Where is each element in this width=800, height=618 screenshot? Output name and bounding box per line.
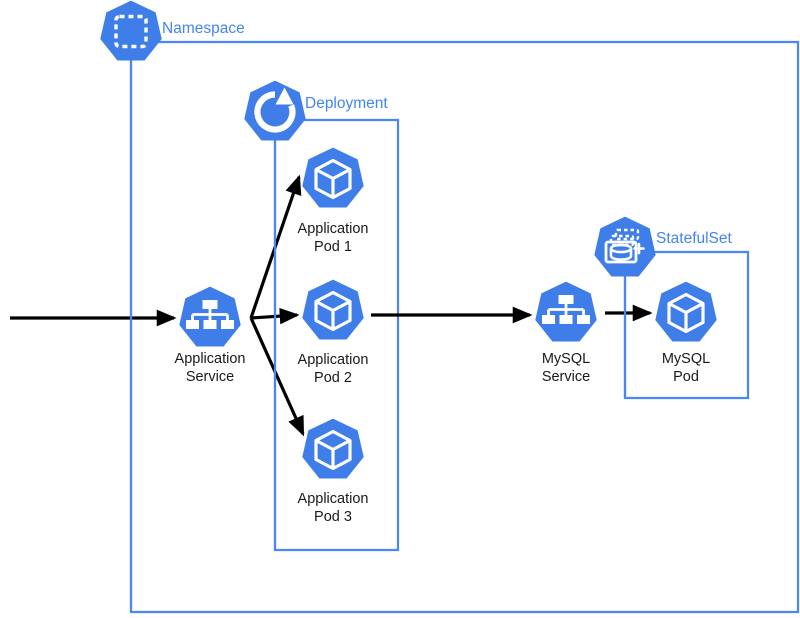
service-icon-mysql-service xyxy=(535,281,597,342)
svg-text:MySQL: MySQL xyxy=(542,351,590,367)
flow-arrow-application-service-to-pod-3 xyxy=(249,317,305,437)
service-icon-application-service xyxy=(179,286,241,347)
svg-text:Application: Application xyxy=(298,352,369,368)
node-label-application-pod-2: Application Pod 2 xyxy=(298,352,369,386)
node-label-application-service: Application Service xyxy=(175,351,246,385)
statefulset-label: StatefulSet xyxy=(656,230,733,247)
deployment-label: Deployment xyxy=(305,95,388,112)
pod-icon-mysql-pod xyxy=(655,281,717,342)
svg-text:Pod: Pod xyxy=(673,369,699,385)
statefulset-icon xyxy=(594,216,656,277)
svg-text:Pod 3: Pod 3 xyxy=(314,509,352,525)
namespace-icon xyxy=(100,0,162,61)
svg-text:Pod 2: Pod 2 xyxy=(314,370,352,386)
svg-text:Application: Application xyxy=(298,491,369,507)
node-label-application-pod-1: Application Pod 1 xyxy=(298,221,369,255)
node-label-mysql-pod: MySQL Pod xyxy=(662,351,710,385)
svg-text:Application: Application xyxy=(175,351,246,367)
svg-text:Service: Service xyxy=(186,369,234,385)
pod-icon-application-pod-3 xyxy=(302,418,364,479)
pod-icon-application-pod-2 xyxy=(302,279,364,340)
deployment-icon xyxy=(244,80,306,141)
node-label-mysql-service: MySQL Service xyxy=(542,351,590,385)
svg-text:MySQL: MySQL xyxy=(662,351,710,367)
namespace-label: Namespace xyxy=(162,20,245,37)
svg-text:Service: Service xyxy=(542,369,590,385)
svg-text:Pod 1: Pod 1 xyxy=(314,239,352,255)
pod-icon-application-pod-1 xyxy=(302,147,364,208)
svg-text:Application: Application xyxy=(298,221,369,237)
node-label-application-pod-3: Application Pod 3 xyxy=(298,491,369,525)
